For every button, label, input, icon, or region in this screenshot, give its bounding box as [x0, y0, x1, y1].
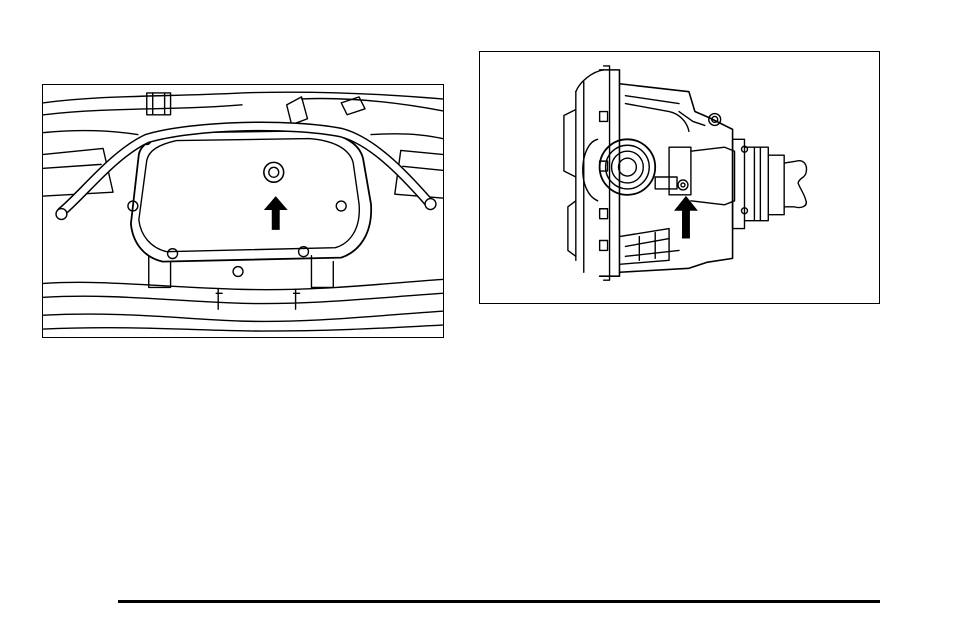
fill-plug-arrow-icon — [43, 85, 443, 337]
page-footer-rule — [118, 600, 880, 603]
fill-plug-arrow-icon — [480, 52, 879, 303]
rear-axle-figure — [42, 84, 444, 338]
front-axle-figure — [479, 51, 880, 304]
